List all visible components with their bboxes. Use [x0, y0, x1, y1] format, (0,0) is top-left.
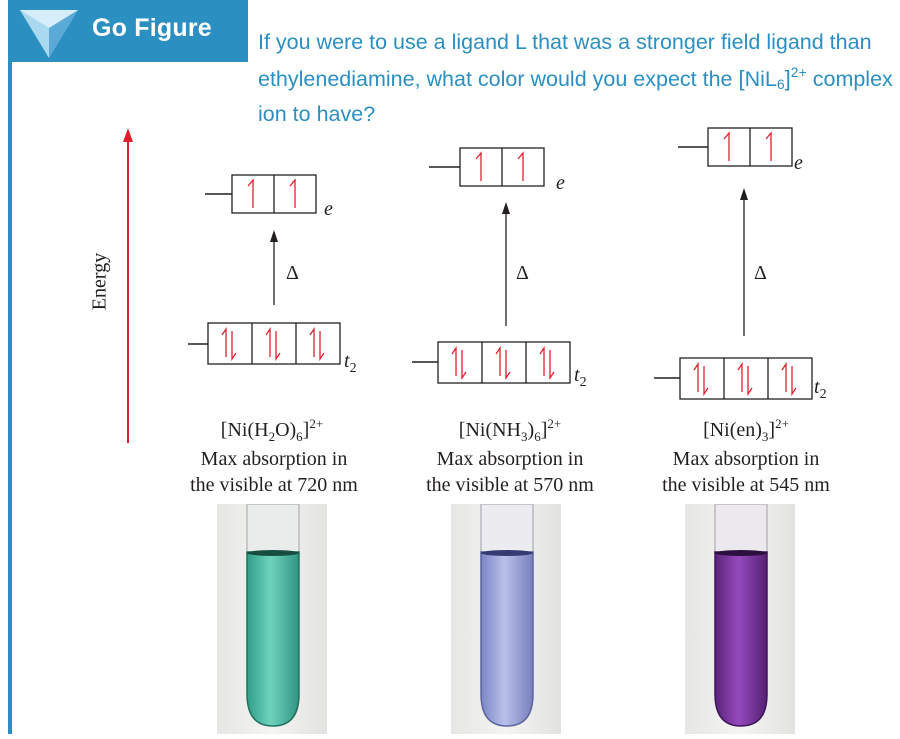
orbital-diagram-h2o	[180, 150, 380, 395]
gap-label-en: Δ	[754, 262, 767, 284]
formula-open-bracket: [	[738, 66, 745, 91]
lower-level-label-h2o-sub: 2	[349, 361, 357, 376]
question-formula-main: NiL	[744, 67, 777, 91]
energy-axis-label: Energy	[88, 252, 111, 311]
question-formula-sup: 2+	[790, 64, 807, 80]
lower-level-label-en: t2	[814, 376, 827, 403]
question-part2: complex ion to have?	[258, 67, 893, 126]
orbital-diagram-nh3-svg	[412, 147, 571, 384]
lower-level-label-h2o: t2	[344, 350, 357, 377]
lower-level-label-h2o-t: t	[344, 350, 350, 372]
orbital-diagram-h2o-svg	[188, 174, 341, 365]
sidebar-accent-line	[8, 55, 12, 734]
upper-level-label-en: e	[794, 152, 803, 174]
caption-en-line1: Max absorption in	[672, 448, 820, 470]
question-text: If you were to use a ligand L that was a…	[258, 27, 898, 129]
f-en-3: 2+	[775, 416, 789, 431]
lower-level-label-en-t: t	[814, 376, 820, 398]
f-nh3-2: )	[527, 419, 535, 441]
lower-level-label-en-sub: 2	[819, 387, 827, 402]
caption-h2o-line1: Max absorption in	[200, 448, 348, 470]
gap-label-nh3: Δ	[516, 262, 529, 284]
caption-nh3: Max absorption in the visible at 570 nm	[390, 446, 630, 498]
orbital-diagram-nh3	[404, 120, 604, 395]
question-formula-sub: 6	[776, 76, 785, 92]
upper-level-label-nh3: e	[556, 172, 565, 194]
upper-level-label-h2o: e	[324, 198, 333, 220]
f-h2o-5: 2+	[309, 416, 324, 431]
formula-close-bracket: ]	[784, 66, 791, 91]
f-nh3-3: 6	[534, 429, 541, 444]
gap-label-h2o: Δ	[286, 262, 299, 284]
triangle-icon	[18, 6, 80, 67]
f-nh3-1: 3	[521, 429, 528, 444]
f-en-0: [Ni(en)	[703, 419, 762, 441]
orbital-diagram-en	[648, 100, 848, 415]
test-tube-nh3	[451, 503, 561, 734]
f-nh3-5: 2+	[547, 416, 562, 431]
f-en-2: ]	[768, 419, 776, 441]
complex-formula-nh3: [Ni(NH3)6]2+	[390, 416, 630, 445]
orbital-diagram-en-svg	[654, 127, 813, 400]
energy-axis-arrow	[118, 128, 138, 448]
f-nh3-0: [Ni(NH	[458, 419, 522, 441]
complex-formula-en: [Ni(en)3]2+	[626, 416, 866, 445]
lower-level-label-nh3-sub: 2	[579, 375, 587, 390]
f-en-1: 3	[761, 429, 769, 444]
test-tube-h2o	[217, 503, 327, 734]
go-figure-title: Go Figure	[92, 14, 212, 42]
caption-nh3-line2: the visible at 570 nm	[426, 474, 594, 496]
complex-formula-h2o: [Ni(H2O)6]2+	[152, 416, 392, 445]
f-h2o-0: [Ni(H	[220, 419, 269, 441]
caption-en-line2: the visible at 545 nm	[662, 474, 830, 496]
question-part1: If you were to use a ligand L that was a…	[258, 30, 872, 91]
test-tube-en	[685, 503, 795, 734]
caption-h2o: Max absorption in the visible at 720 nm	[154, 446, 394, 498]
caption-nh3-line1: Max absorption in	[436, 448, 584, 470]
f-h2o-1: 2	[268, 429, 276, 444]
caption-en: Max absorption in the visible at 545 nm	[626, 446, 866, 498]
caption-h2o-line2: the visible at 720 nm	[190, 474, 358, 496]
f-h2o-2: O)	[275, 419, 297, 441]
lower-level-label-nh3-t: t	[574, 364, 580, 386]
f-nh3-4: ]	[540, 419, 548, 441]
lower-level-label-nh3: t2	[574, 364, 587, 391]
f-h2o-4: ]	[302, 419, 310, 441]
f-h2o-3: 6	[296, 429, 303, 444]
